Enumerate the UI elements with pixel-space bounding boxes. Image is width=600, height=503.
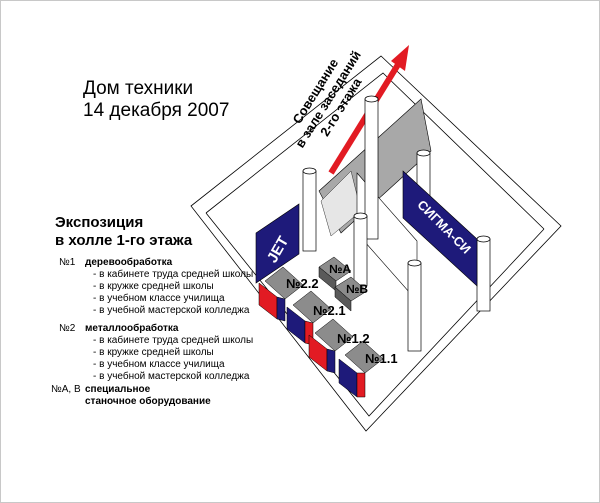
legend-item: - в кабинете труда средней школы [93, 269, 254, 280]
legend-group-2-name: металлообработка [85, 323, 179, 334]
legend-item: - в учебном классе училища [93, 293, 225, 304]
exposition-line-1: Экспозиция [55, 214, 144, 231]
legend-item: - в учебной мастерской колледжа [93, 371, 250, 382]
legend-group-1-items: - в кабинете труда средней школы - в кру… [93, 269, 253, 317]
stands-special [318, 256, 368, 312]
legend-group-2-number: №2 [59, 323, 76, 334]
stand-label-a: №A [329, 262, 351, 276]
legend-group-3-name-line-1: специальное [85, 384, 151, 395]
legend-item: - в кружке средней школы [93, 281, 214, 292]
stand-2-1-top [292, 290, 332, 324]
stand-1-2-top [314, 318, 354, 352]
column-5 [407, 259, 422, 352]
stand-2-2-top [264, 266, 304, 300]
stand-1-1-side [356, 372, 366, 398]
stands-group-2 [258, 266, 332, 346]
stand-1-1-top [344, 340, 384, 374]
stand-2-2-side [276, 296, 286, 322]
stand-b-side [334, 286, 352, 312]
stand-label-1-2: №1.2 [337, 331, 370, 346]
columns [302, 95, 491, 352]
stand-label-b: №B [346, 282, 368, 296]
column-3 [353, 212, 368, 287]
exposition-line-2: в холле 1-го этажа [55, 232, 193, 249]
legend-group-1-name: деревообработка [85, 257, 173, 268]
legend-item: - в кружке средней школы [93, 347, 214, 358]
page-title: Дом техники 14 декабря 2007 [83, 78, 229, 122]
stand-1-2-side [326, 348, 336, 374]
jet-banner: JET [255, 203, 300, 284]
stand-label-1-1: №1.1 [365, 351, 398, 366]
title-line-2: 14 декабря 2007 [83, 100, 230, 121]
exposition-heading: Экспозиция в холле 1-го этажа [55, 214, 192, 250]
stands-group-1 [308, 318, 384, 398]
column-6 [476, 235, 491, 312]
stand-labels: №2.2 №2.1 №1.2 №1.1 №A №B [286, 262, 398, 366]
stand-label-2-2: №2.2 [286, 276, 319, 291]
stand-label-2-1: №2.1 [313, 303, 346, 318]
legend-group-2-items: - в кабинете труда средней школы - в кру… [93, 335, 253, 383]
legend-group-3-number: №A, B [51, 384, 81, 395]
legend-item: - в учебном классе училища [93, 359, 225, 370]
column-1 [364, 95, 379, 240]
legend-group-3-name-line-2: станочное оборудование [85, 396, 211, 407]
column-2 [302, 167, 317, 252]
title-line-1: Дом техники [83, 78, 194, 99]
legend-item: - в учебной мастерской колледжа [93, 305, 250, 316]
legend-group-1-number: №1 [59, 257, 76, 268]
legend-item: - в кабинете труда средней школы [93, 335, 254, 346]
